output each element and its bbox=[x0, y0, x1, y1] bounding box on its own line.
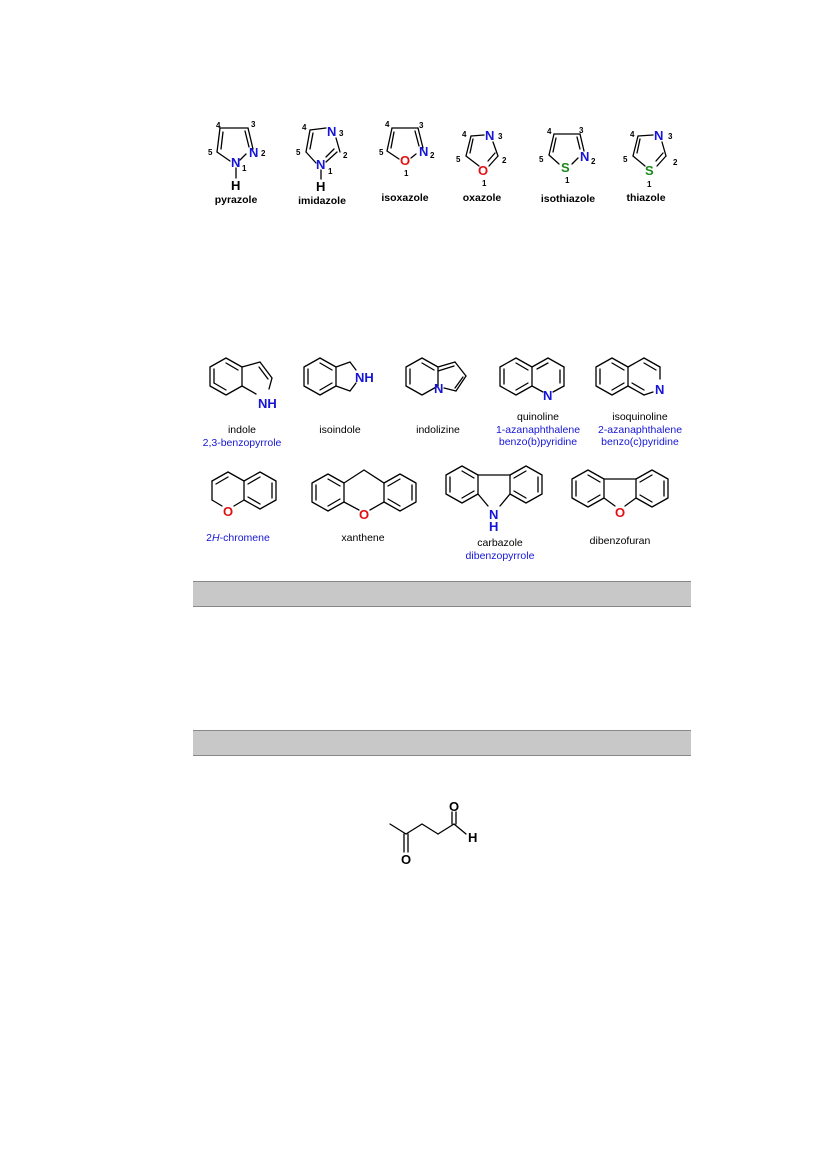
thiazole-structure: N S 4 3 2 1 5 bbox=[621, 122, 683, 192]
xanthene-structure: O bbox=[304, 462, 429, 527]
svg-text:N: N bbox=[543, 388, 552, 403]
svg-text:NH: NH bbox=[258, 396, 277, 411]
svg-text:N: N bbox=[419, 144, 428, 159]
svg-text:N: N bbox=[249, 145, 258, 160]
quinoline-structure: N bbox=[494, 352, 584, 407]
dibenzofuran-label: dibenzofuran bbox=[589, 535, 651, 547]
oxazole-label: oxazole bbox=[462, 192, 502, 204]
svg-text:S: S bbox=[645, 163, 654, 178]
svg-text:N: N bbox=[434, 381, 443, 396]
chromene-structure: O bbox=[198, 464, 288, 529]
svg-text:2: 2 bbox=[591, 157, 596, 166]
svg-text:H: H bbox=[468, 830, 477, 845]
svg-text:4: 4 bbox=[385, 120, 390, 129]
svg-text:2: 2 bbox=[502, 156, 507, 165]
svg-text:3: 3 bbox=[579, 126, 584, 135]
svg-text:H: H bbox=[231, 178, 240, 193]
gray-band-1 bbox=[193, 581, 691, 607]
svg-text:1: 1 bbox=[328, 167, 333, 176]
svg-text:5: 5 bbox=[539, 155, 544, 164]
svg-text:N: N bbox=[654, 128, 663, 143]
pyrazole-label: pyrazole bbox=[214, 194, 258, 206]
svg-text:O: O bbox=[615, 505, 625, 520]
svg-text:4: 4 bbox=[462, 130, 467, 139]
isoxazole-structure: N O 4 3 2 1 5 bbox=[376, 118, 438, 188]
oxopentanal-structure: O O H bbox=[384, 796, 494, 876]
svg-text:1: 1 bbox=[404, 169, 409, 178]
svg-text:4: 4 bbox=[630, 130, 635, 139]
pyrazole-structure: N N H 4 3 2 1 5 bbox=[204, 118, 266, 193]
indolizine-structure: N bbox=[400, 352, 480, 407]
chromene-label: 2H-chromene bbox=[206, 532, 270, 544]
oxazole-structure: N O 4 3 2 1 5 bbox=[454, 122, 516, 192]
svg-text:O: O bbox=[478, 163, 488, 178]
svg-text:N: N bbox=[327, 124, 336, 139]
svg-text:3: 3 bbox=[251, 120, 256, 129]
isoindole-label: isoindole bbox=[319, 424, 361, 436]
isoquinoline-label: isoquinoline 2-azanaphthalene benzo(c)py… bbox=[597, 411, 683, 448]
svg-text:2: 2 bbox=[430, 151, 435, 160]
xanthene-label: xanthene bbox=[341, 532, 385, 544]
indolizine-label: indolizine bbox=[416, 424, 460, 436]
svg-text:N: N bbox=[580, 149, 589, 164]
isoindole-structure: NH bbox=[298, 352, 378, 407]
imidazole-label: imidazole bbox=[298, 195, 346, 207]
isoquinoline-structure: N bbox=[590, 352, 680, 407]
isoxazole-label: isoxazole bbox=[381, 192, 429, 204]
indole-structure: NH bbox=[202, 350, 282, 415]
svg-text:5: 5 bbox=[296, 148, 301, 157]
svg-text:1: 1 bbox=[482, 179, 487, 188]
svg-text:O: O bbox=[400, 153, 410, 168]
svg-text:2: 2 bbox=[343, 151, 348, 160]
dibenzofuran-structure: O bbox=[566, 464, 681, 529]
svg-text:1: 1 bbox=[647, 180, 652, 189]
svg-text:5: 5 bbox=[208, 148, 213, 157]
svg-text:O: O bbox=[401, 852, 411, 867]
svg-text:3: 3 bbox=[339, 129, 344, 138]
gray-band-2 bbox=[193, 730, 691, 756]
svg-text:O: O bbox=[359, 507, 369, 522]
svg-text:1: 1 bbox=[242, 164, 247, 173]
quinoline-label: quinoline 1-azanaphthalene benzo(b)pyrid… bbox=[495, 411, 581, 448]
svg-text:2: 2 bbox=[261, 149, 266, 158]
svg-text:3: 3 bbox=[498, 132, 503, 141]
svg-text:3: 3 bbox=[668, 132, 673, 141]
svg-text:N: N bbox=[485, 128, 494, 143]
svg-text:H: H bbox=[489, 519, 498, 534]
svg-text:S: S bbox=[561, 160, 570, 175]
svg-text:NH: NH bbox=[355, 370, 374, 385]
svg-text:4: 4 bbox=[302, 123, 307, 132]
svg-text:H: H bbox=[316, 179, 325, 194]
carbazole-structure: N H bbox=[440, 458, 555, 534]
thiazole-label: thiazole bbox=[626, 192, 666, 204]
carbazole-label: carbazole dibenzopyrrole bbox=[465, 537, 535, 562]
svg-text:1: 1 bbox=[565, 176, 570, 185]
svg-text:O: O bbox=[223, 504, 233, 519]
svg-text:N: N bbox=[316, 157, 325, 172]
isothiazole-structure: N S 4 3 2 1 5 bbox=[537, 124, 599, 194]
svg-text:4: 4 bbox=[547, 127, 552, 136]
svg-text:5: 5 bbox=[379, 148, 384, 157]
svg-text:2: 2 bbox=[673, 158, 678, 167]
indole-label: indole 2,3-benzopyrrole bbox=[202, 424, 282, 449]
svg-text:N: N bbox=[231, 155, 240, 170]
imidazole-structure: N N H 4 3 2 1 5 bbox=[292, 118, 354, 194]
svg-text:5: 5 bbox=[623, 155, 628, 164]
svg-text:3: 3 bbox=[419, 121, 424, 130]
svg-text:4: 4 bbox=[216, 121, 221, 130]
isothiazole-label: isothiazole bbox=[540, 193, 596, 205]
svg-text:O: O bbox=[449, 799, 459, 814]
svg-text:5: 5 bbox=[456, 155, 461, 164]
svg-text:N: N bbox=[655, 382, 664, 397]
svg-text:N: N bbox=[489, 507, 498, 522]
